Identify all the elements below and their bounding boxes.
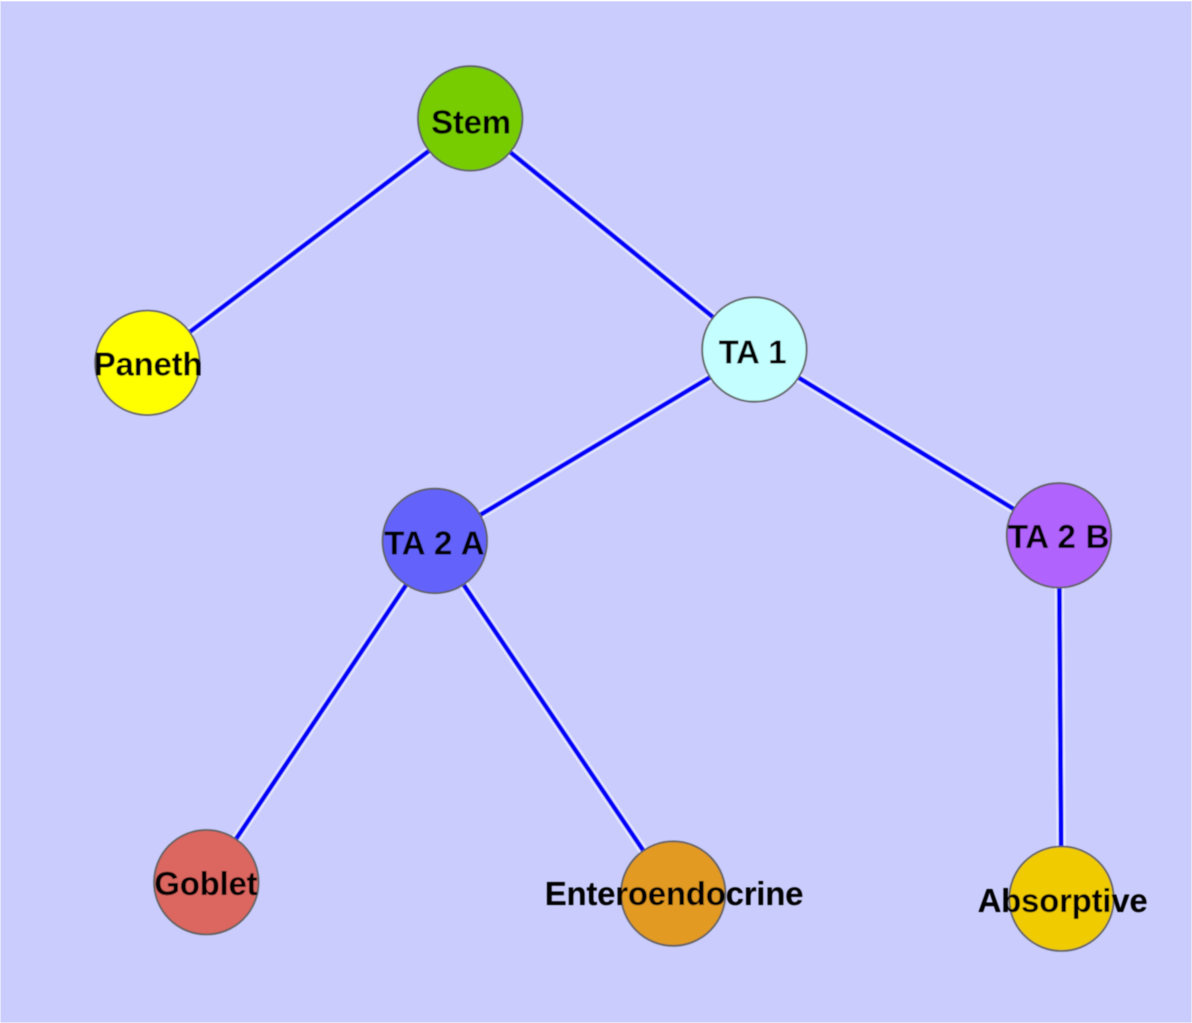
svg-text:Paneth: Paneth — [94, 346, 203, 383]
svg-text:Stem: Stem — [431, 104, 511, 141]
svg-text:TA 2 B: TA 2 B — [1008, 518, 1109, 555]
svg-text:Absorptive: Absorptive — [978, 882, 1148, 919]
svg-text:Enteroendocrine: Enteroendocrine — [545, 875, 803, 912]
svg-text:TA 1: TA 1 — [719, 334, 787, 371]
svg-text:Goblet: Goblet — [154, 865, 257, 902]
svg-text:TA 2 A: TA 2 A — [384, 525, 484, 562]
